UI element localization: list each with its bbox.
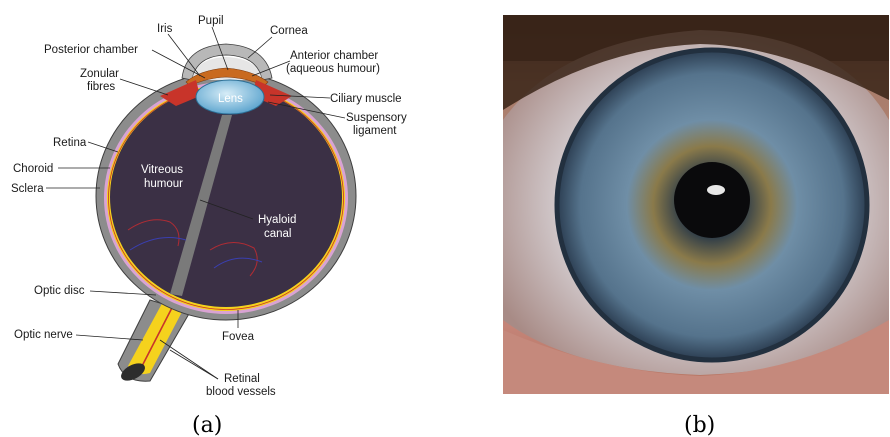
caption-a: (a) xyxy=(192,413,222,437)
cornea-label: Cornea xyxy=(270,25,308,37)
optic-disc-label: Optic disc xyxy=(34,285,85,297)
posterior-chamber-label: Posterior chamber xyxy=(44,44,138,56)
zonular-label-1: Zonular xyxy=(80,68,119,80)
vitreous-label-1: Vitreous xyxy=(141,164,183,176)
vitreous-label-2: humour xyxy=(144,178,183,190)
caption-b: (b) xyxy=(684,413,715,437)
retinal-vessels-label-2: blood vessels xyxy=(206,386,276,398)
optic-nerve-label: Optic nerve xyxy=(14,329,73,341)
pupil-label: Pupil xyxy=(198,15,224,27)
fovea-label: Fovea xyxy=(222,331,255,343)
lens-label: Lens xyxy=(218,93,243,105)
eye-anatomy-diagram: Lens Vitreous humour Hyaloid canal Pupil xyxy=(11,15,407,437)
ciliary-muscle-label: Ciliary muscle xyxy=(330,93,402,105)
retina-label: Retina xyxy=(53,137,87,149)
pupil-disc xyxy=(674,162,750,238)
suspensory-label-2: ligament xyxy=(353,125,397,137)
hyaloid-label-1: Hyaloid xyxy=(258,214,296,226)
anterior-chamber-label-2: (aqueous humour) xyxy=(286,63,380,75)
sclera-label: Sclera xyxy=(11,183,44,195)
choroid-label: Choroid xyxy=(13,163,53,175)
anterior-chamber-label-1: Anterior chamber xyxy=(290,50,378,62)
suspensory-label-1: Suspensory xyxy=(346,112,407,124)
zonular-label-2: fibres xyxy=(87,81,115,93)
hyaloid-label-2: canal xyxy=(264,228,292,240)
iris-label: Iris xyxy=(157,23,173,35)
iris-photograph: (b) xyxy=(503,15,889,437)
retinal-vessels-label-1: Retinal xyxy=(224,373,260,385)
